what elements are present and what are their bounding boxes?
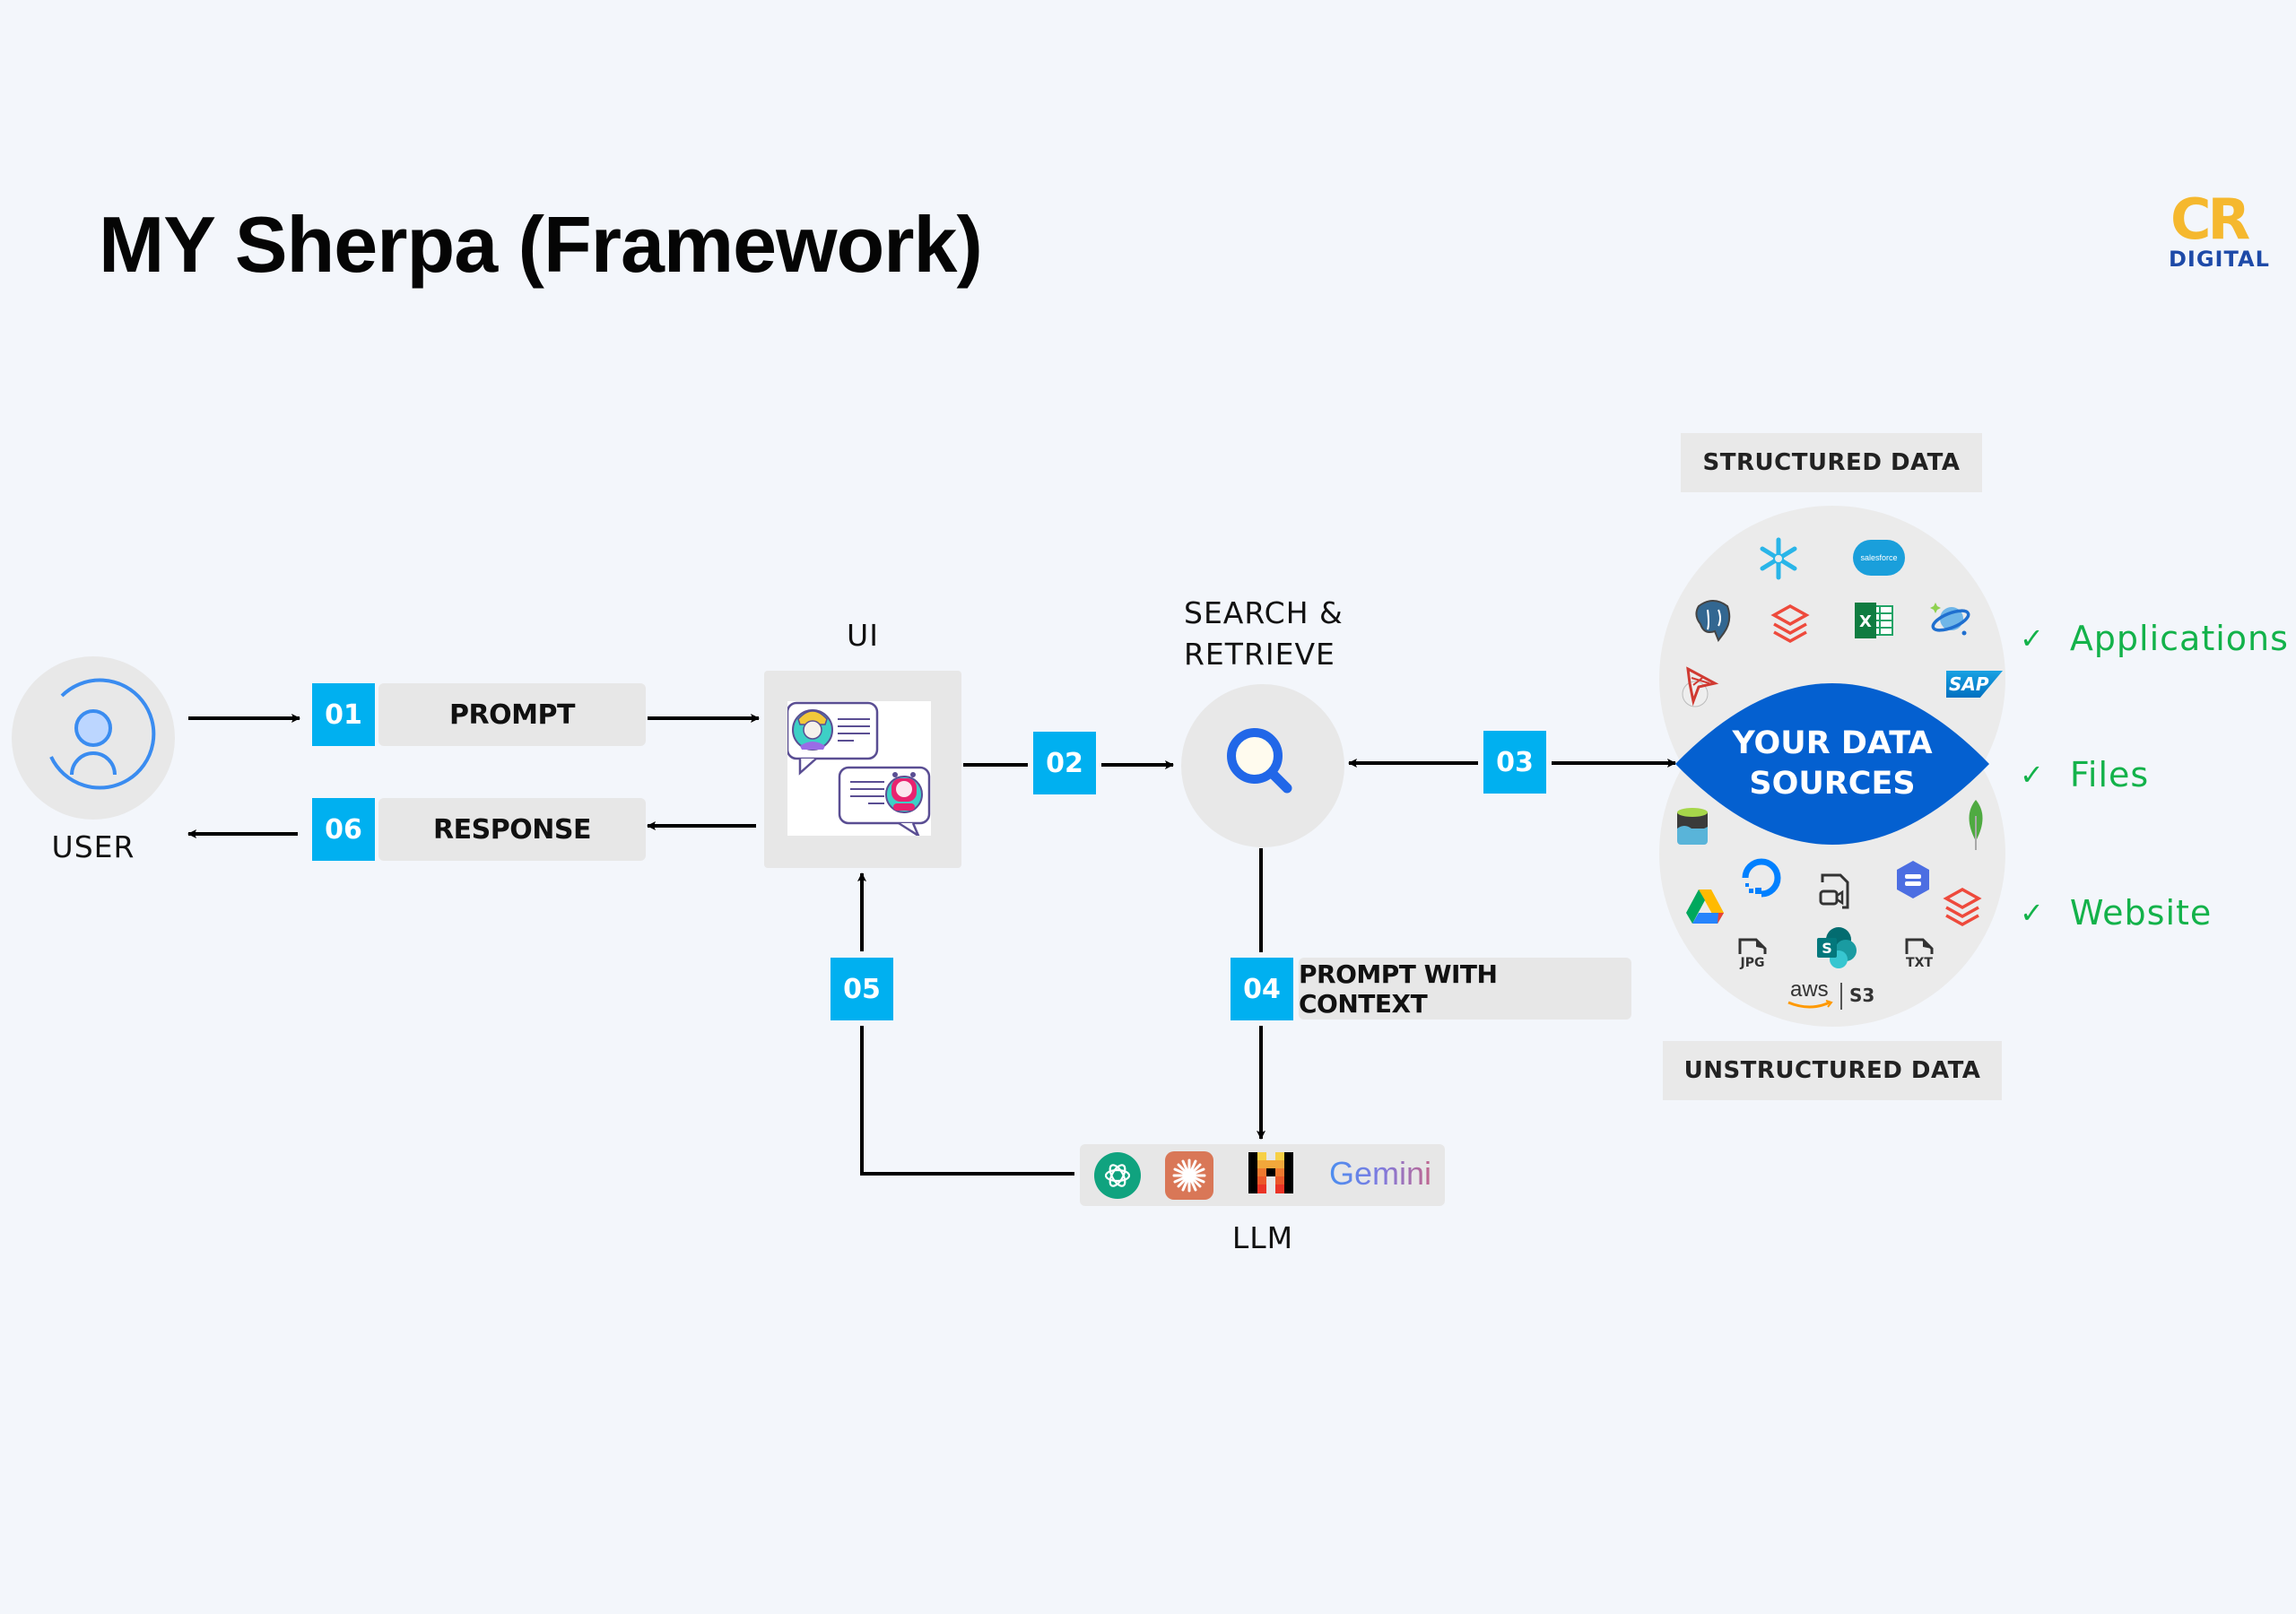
aws-s3-divider xyxy=(1840,983,1842,1010)
logo-mark: CR xyxy=(2170,187,2250,252)
user-icon xyxy=(49,678,156,790)
search-retrieve-label: SEARCH & RETRIEVE xyxy=(1184,593,1363,675)
search-label-line1: SEARCH & xyxy=(1184,595,1344,630)
source-type-files: ✓ Files xyxy=(2020,755,2149,794)
sql-server-icon xyxy=(1682,666,1719,707)
user-node[interactable] xyxy=(12,656,175,820)
response-label: RESPONSE xyxy=(378,798,646,861)
txt-file-icon: TXT xyxy=(1901,936,1937,972)
gemini-wordmark: Gemini xyxy=(1329,1155,1432,1192)
database-hex-icon xyxy=(1897,861,1929,898)
search-icon xyxy=(1227,728,1292,794)
llm-label: LLM xyxy=(1231,1220,1294,1255)
google-drive-icon xyxy=(1686,889,1724,924)
salesforce-icon: salesforce xyxy=(1853,540,1905,576)
postgresql-icon xyxy=(1695,600,1731,642)
chat-conversation-icon xyxy=(786,701,931,839)
aws-text: aws xyxy=(1790,977,1829,1002)
step-05-badge: 05 xyxy=(831,958,893,1020)
ui-label: UI xyxy=(847,618,879,653)
jpg-text: JPG xyxy=(1740,956,1765,970)
data-sources-line2: SOURCES xyxy=(1749,766,1916,802)
source-type-label: Files xyxy=(2069,755,2150,794)
s3-text: S3 xyxy=(1849,985,1875,1006)
sharepoint-text: S xyxy=(1822,940,1832,957)
txt-text: TXT xyxy=(1906,956,1933,970)
mistral-icon xyxy=(1248,1152,1293,1193)
user-label: USER xyxy=(51,829,135,864)
source-type-website: ✓ Website xyxy=(2020,893,2212,933)
excel-text: X xyxy=(1859,612,1872,631)
step-03-badge: 03 xyxy=(1483,731,1546,794)
data-sources-line1: YOUR DATA xyxy=(1732,725,1933,761)
databricks-icon-2 xyxy=(1943,887,1982,927)
line-llm-to-step05 xyxy=(860,1026,1074,1176)
source-type-label: Applications xyxy=(2069,619,2289,658)
source-type-applications: ✓ Applications xyxy=(2020,619,2289,658)
cr-digital-logo: CR DIGITAL xyxy=(2169,187,2270,273)
cosmos-db-icon xyxy=(1930,603,1970,636)
step-04-badge: 04 xyxy=(1231,958,1293,1020)
unstructured-data-label: UNSTRUCTURED DATA xyxy=(1663,1041,2002,1100)
data-sources-node[interactable]: salesforce X SAP YOUR DATA SOURCES xyxy=(1656,504,2009,1029)
check-icon: ✓ xyxy=(2020,621,2045,655)
video-file-icon xyxy=(1819,873,1849,909)
mongodb-icon xyxy=(1969,800,1983,850)
step-06-badge: 06 xyxy=(312,798,375,861)
aws-s3-icon: aws S3 xyxy=(1787,977,1885,1015)
anthropic-icon xyxy=(1165,1151,1213,1200)
data-sources-label: YOUR DATA SOURCES xyxy=(1675,724,1989,804)
excel-icon: X xyxy=(1855,603,1893,638)
data-sources-graphic xyxy=(1659,506,2005,1027)
check-icon: ✓ xyxy=(2020,896,2045,930)
llm-node[interactable]: Gemini xyxy=(1080,1144,1445,1206)
step-01-badge: 01 xyxy=(312,683,375,746)
jpg-file-icon: JPG xyxy=(1735,936,1770,972)
azure-storage-icon xyxy=(1677,808,1708,845)
salesforce-text: salesforce xyxy=(1860,553,1898,562)
step-02-badge: 02 xyxy=(1033,732,1096,794)
databricks-icon xyxy=(1770,603,1810,644)
sap-text: SAP xyxy=(1949,673,1989,695)
digitalocean-icon xyxy=(1742,858,1781,898)
prompt-with-context-label: PROMPT WITH CONTEXT xyxy=(1299,958,1631,1020)
prompt-label: PROMPT xyxy=(378,683,646,746)
check-icon: ✓ xyxy=(2020,758,2045,792)
search-node[interactable] xyxy=(1181,684,1344,847)
ui-node[interactable] xyxy=(764,671,961,868)
structured-data-label: STRUCTURED DATA xyxy=(1681,433,1982,492)
snowflake-icon xyxy=(1760,537,1797,580)
page-title: MY Sherpa (Framework) xyxy=(99,200,983,289)
search-label-line2: RETRIEVE xyxy=(1184,637,1335,672)
openai-icon xyxy=(1094,1152,1141,1199)
sharepoint-icon: S xyxy=(1817,927,1857,968)
source-type-label: Website xyxy=(2069,893,2213,933)
logo-text: DIGITAL xyxy=(2169,247,2270,272)
